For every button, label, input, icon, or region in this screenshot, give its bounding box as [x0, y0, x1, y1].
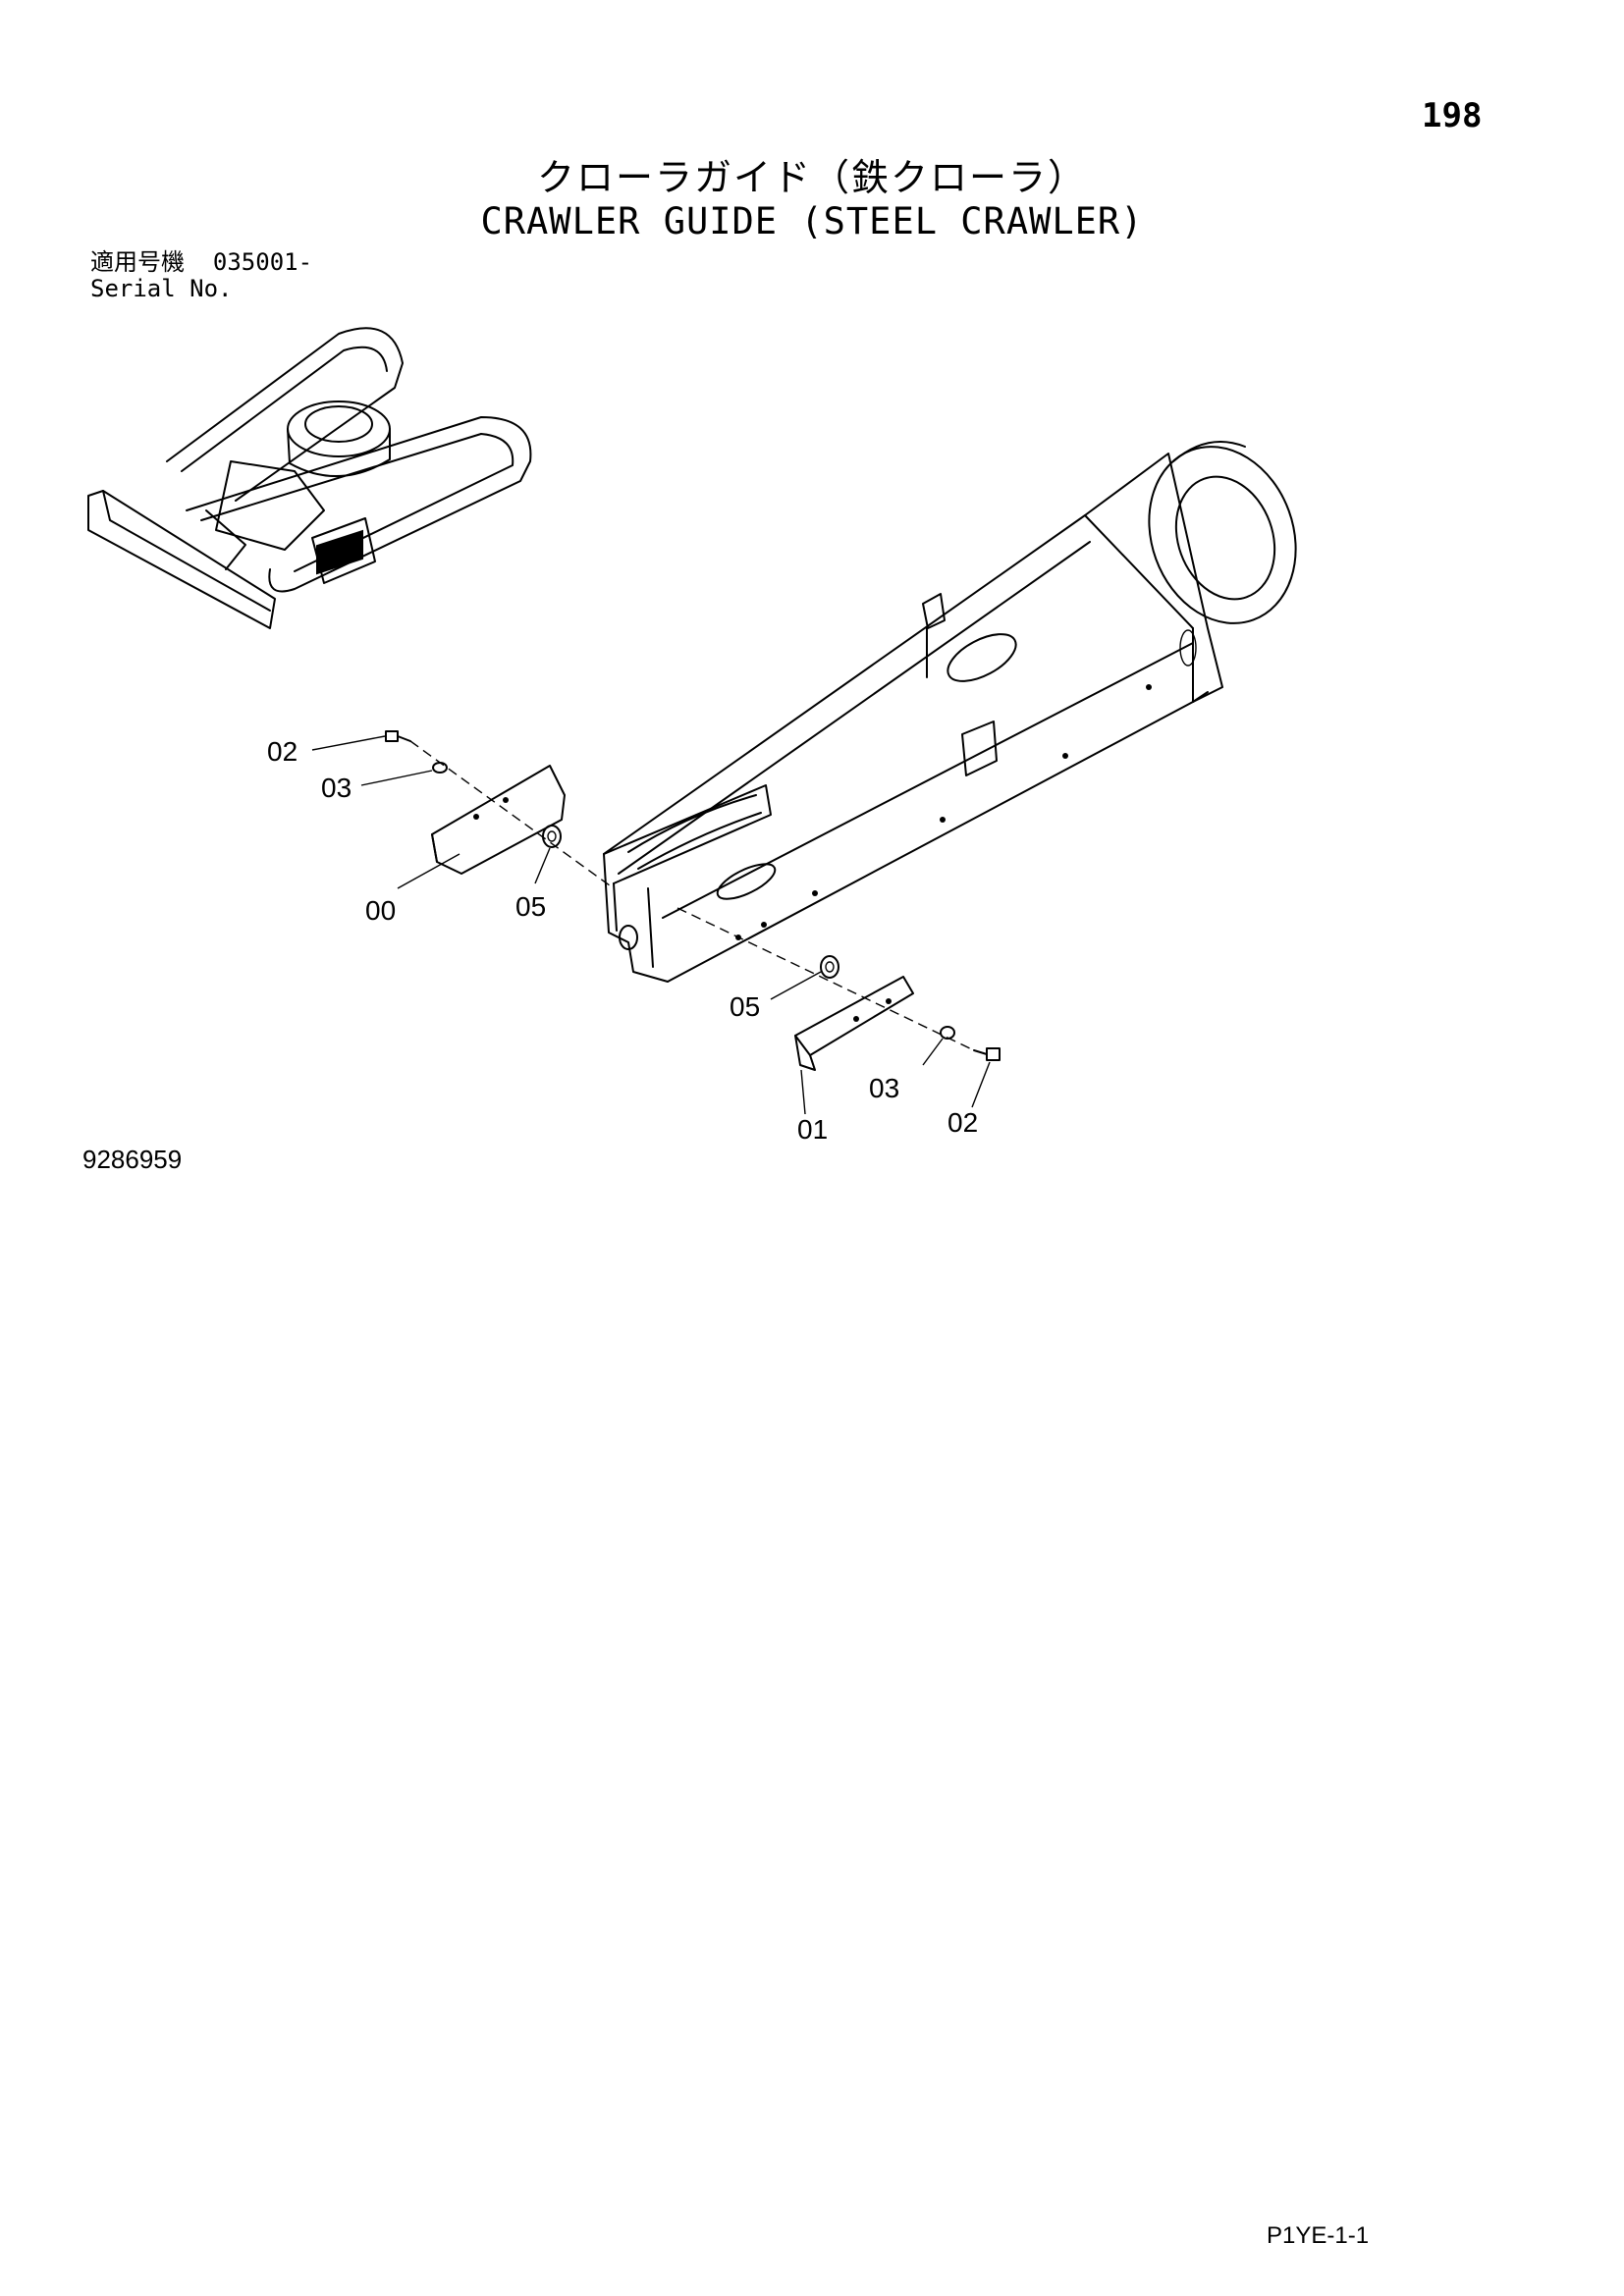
track-frame-illustration — [603, 441, 1297, 983]
guide-00-plate — [431, 765, 566, 875]
bolt-02-right — [973, 1047, 1001, 1061]
overview-near-track — [186, 416, 532, 593]
overview-guide-mark — [316, 529, 363, 575]
callout-02-right: 02 — [947, 1107, 978, 1138]
callout-03-right: 03 — [869, 1073, 899, 1103]
assembly-center-lines — [409, 740, 975, 1051]
frame-front-upper-plate — [603, 784, 772, 884]
leader-03-right — [922, 1038, 944, 1066]
leader-02-left — [311, 735, 386, 751]
frame-drum-top — [1172, 441, 1246, 462]
leader-01 — [800, 1069, 806, 1115]
frame-front-slot-bottom — [637, 812, 762, 870]
leader-05-right — [770, 971, 822, 1000]
page-code: P1YE-1-1 — [1267, 2222, 1370, 2249]
guide-part-01 — [794, 976, 914, 1071]
leader-05-left — [534, 847, 551, 884]
bolt-02-left — [385, 730, 411, 742]
serial-row: 適用号機 035001- — [90, 249, 312, 276]
leader-03-left — [360, 770, 433, 786]
serial-label-english: Serial No. — [90, 275, 233, 302]
frame-top-opening — [947, 633, 1017, 682]
callout-05-right: 05 — [730, 991, 760, 1022]
overview-bearing-skirt — [287, 428, 391, 478]
drawing-number: 9286959 — [82, 1145, 183, 1174]
callout-01: 01 — [797, 1114, 828, 1145]
callout-05-left: 05 — [515, 891, 546, 922]
serial-label-japanese: 適用号機 — [90, 248, 185, 276]
frame-mounting-lug — [922, 593, 946, 629]
overview-swing-bearing — [287, 400, 391, 457]
guide-01-plate — [794, 976, 914, 1056]
callout-03-left: 03 — [321, 773, 352, 803]
right-assembly-line — [677, 907, 975, 1051]
overview-body-detail — [205, 509, 246, 570]
overview-blade-edge — [102, 490, 271, 612]
frame-front-hole — [619, 925, 638, 950]
page-title-english: CRAWLER GUIDE (STEEL CRAWLER) — [480, 200, 1144, 242]
overview-center-body — [215, 460, 325, 551]
washer-03-left — [432, 762, 448, 774]
leader-lines — [311, 735, 991, 1115]
machine-overview-illustration — [87, 327, 532, 629]
frame-rear-plate — [1084, 453, 1223, 703]
leader-02-right — [971, 1061, 991, 1108]
guide-01-hole-a — [853, 1016, 859, 1022]
frame-front-end — [603, 853, 669, 983]
overview-swing-bearing-inner — [304, 405, 373, 443]
left-assembly-line — [409, 740, 615, 889]
frame-bolt-holes — [735, 684, 1152, 940]
frame-beam-bottom-edge — [667, 691, 1209, 983]
page-title-japanese: クローラガイド（鉄クローラ） — [536, 156, 1087, 199]
nut-05-right — [820, 955, 839, 979]
frame-side-slot — [716, 863, 777, 900]
frame-front-slot-top — [627, 794, 757, 853]
page-number: 198 — [1422, 96, 1483, 135]
guide-00-edge — [431, 833, 438, 863]
guide-01-hole-b — [886, 998, 892, 1004]
overview-dozer-blade — [87, 490, 276, 629]
washer-03-right — [940, 1026, 955, 1040]
frame-front-end-inner — [613, 882, 618, 932]
callout-00: 00 — [365, 895, 396, 926]
overview-far-track — [166, 327, 404, 502]
guide-part-00 — [431, 765, 566, 875]
frame-side-crease — [662, 642, 1194, 919]
guide-01-flange — [794, 1035, 816, 1071]
serial-value: 035001- — [212, 248, 313, 276]
guide-00-hole-a — [473, 814, 479, 820]
frame-beam-top-edge — [603, 514, 1194, 855]
callout-02-left: 02 — [267, 736, 298, 767]
overview-far-track-inner — [181, 346, 388, 472]
frame-rear-drum-bore — [1174, 475, 1276, 601]
serial-block: 適用号機 035001- Serial No. — [90, 249, 312, 302]
frame-front-web — [647, 887, 654, 968]
frame-beam-top-inner — [618, 541, 1091, 875]
frame-rear-plate-slot — [1179, 629, 1197, 667]
guide-00-hole-b — [503, 797, 509, 803]
overview-near-track-inner — [200, 433, 514, 572]
leader-00 — [397, 853, 460, 889]
frame-rear-drum — [1148, 446, 1297, 624]
